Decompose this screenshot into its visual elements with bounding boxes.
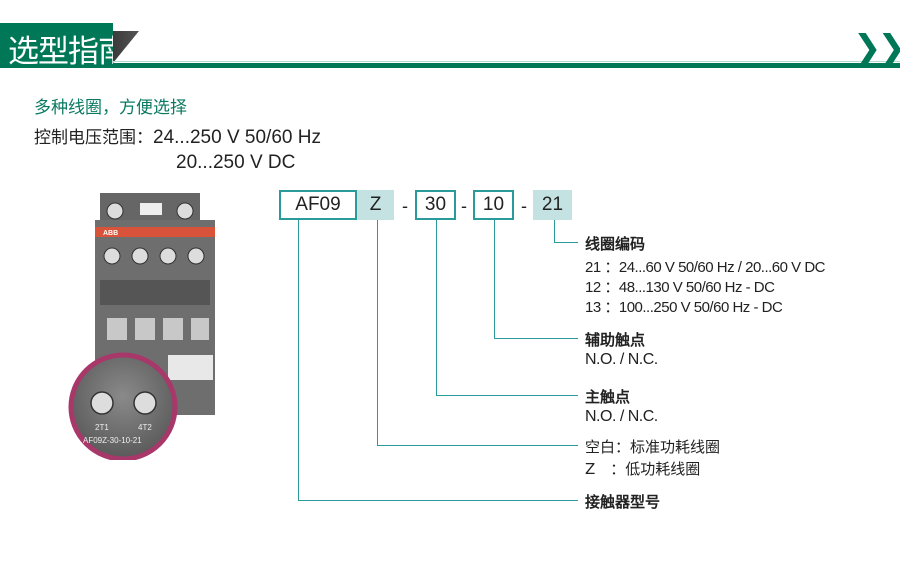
- leader-line: [377, 445, 578, 446]
- coil-code-title: 线圈编码: [585, 235, 646, 253]
- code-separator: -: [402, 196, 408, 216]
- coil-code-line: 12 ：48...130 V 50/60 Hz - DC: [585, 279, 775, 296]
- aux-contacts-title: 辅助触点: [585, 331, 646, 349]
- contactor-image: ABB 2T1 4T2 AF09Z-30-10-21: [68, 193, 215, 460]
- product-marking: AF09Z-30-10-21: [83, 436, 142, 445]
- code-separator: -: [521, 196, 527, 216]
- voltage-label-text: 控制电压范围：: [34, 128, 153, 148]
- leader-line: [494, 220, 495, 338]
- coil-code-line: 13 ：100...250 V 50/60 Hz - DC: [585, 299, 783, 316]
- code-coil-type-box: Z: [357, 190, 394, 220]
- coil-type-standard: 空白：标准功耗线圈: [585, 438, 721, 456]
- header-divider: [113, 63, 900, 68]
- main-contacts-title: 主触点: [585, 388, 631, 406]
- leader-line: [436, 220, 437, 395]
- brand-logo: ABB: [103, 230, 118, 237]
- main-contacts-value: N.O. / N.C.: [585, 408, 658, 425]
- leader-line: [554, 242, 578, 243]
- terminal-label-a: 2T1: [95, 423, 109, 432]
- aux-contacts-value: N.O. / N.C.: [585, 351, 658, 368]
- code-aux-contacts-box: 10: [473, 190, 514, 220]
- code-main-contacts-box: 30: [415, 190, 456, 220]
- code-coil-code-box: 21: [533, 190, 572, 220]
- code-model-box: AF09: [279, 190, 357, 220]
- voltage-ac: 24...250 V 50/60 Hz: [153, 127, 321, 148]
- leader-line: [436, 395, 578, 396]
- page-title: 选型指南: [8, 34, 129, 70]
- voltage-label: 控制电压范围：24...250 V 50/60 Hz: [34, 123, 321, 149]
- leader-line: [494, 338, 578, 339]
- subtitle: 多种线圈，方便选择: [34, 98, 187, 118]
- code-separator: -: [461, 196, 467, 216]
- voltage-dc: 20...250 V DC: [176, 152, 296, 173]
- coil-type-low-power: Z ：低功耗线圈: [585, 460, 701, 478]
- leader-line: [554, 220, 555, 242]
- terminal-label-b: 4T2: [138, 423, 152, 432]
- leader-line: [377, 220, 378, 445]
- leader-line: [298, 500, 578, 501]
- leader-line: [298, 220, 299, 500]
- double-chevron-right-icon[interactable]: ❯❯: [853, 29, 900, 67]
- header-bar: [0, 23, 113, 68]
- coil-code-line: 21 ：24...60 V 50/60 Hz / 20...60 V DC: [585, 259, 825, 276]
- header-divider-thin: [113, 61, 900, 62]
- contactor-model-title: 接触器型号: [585, 493, 661, 511]
